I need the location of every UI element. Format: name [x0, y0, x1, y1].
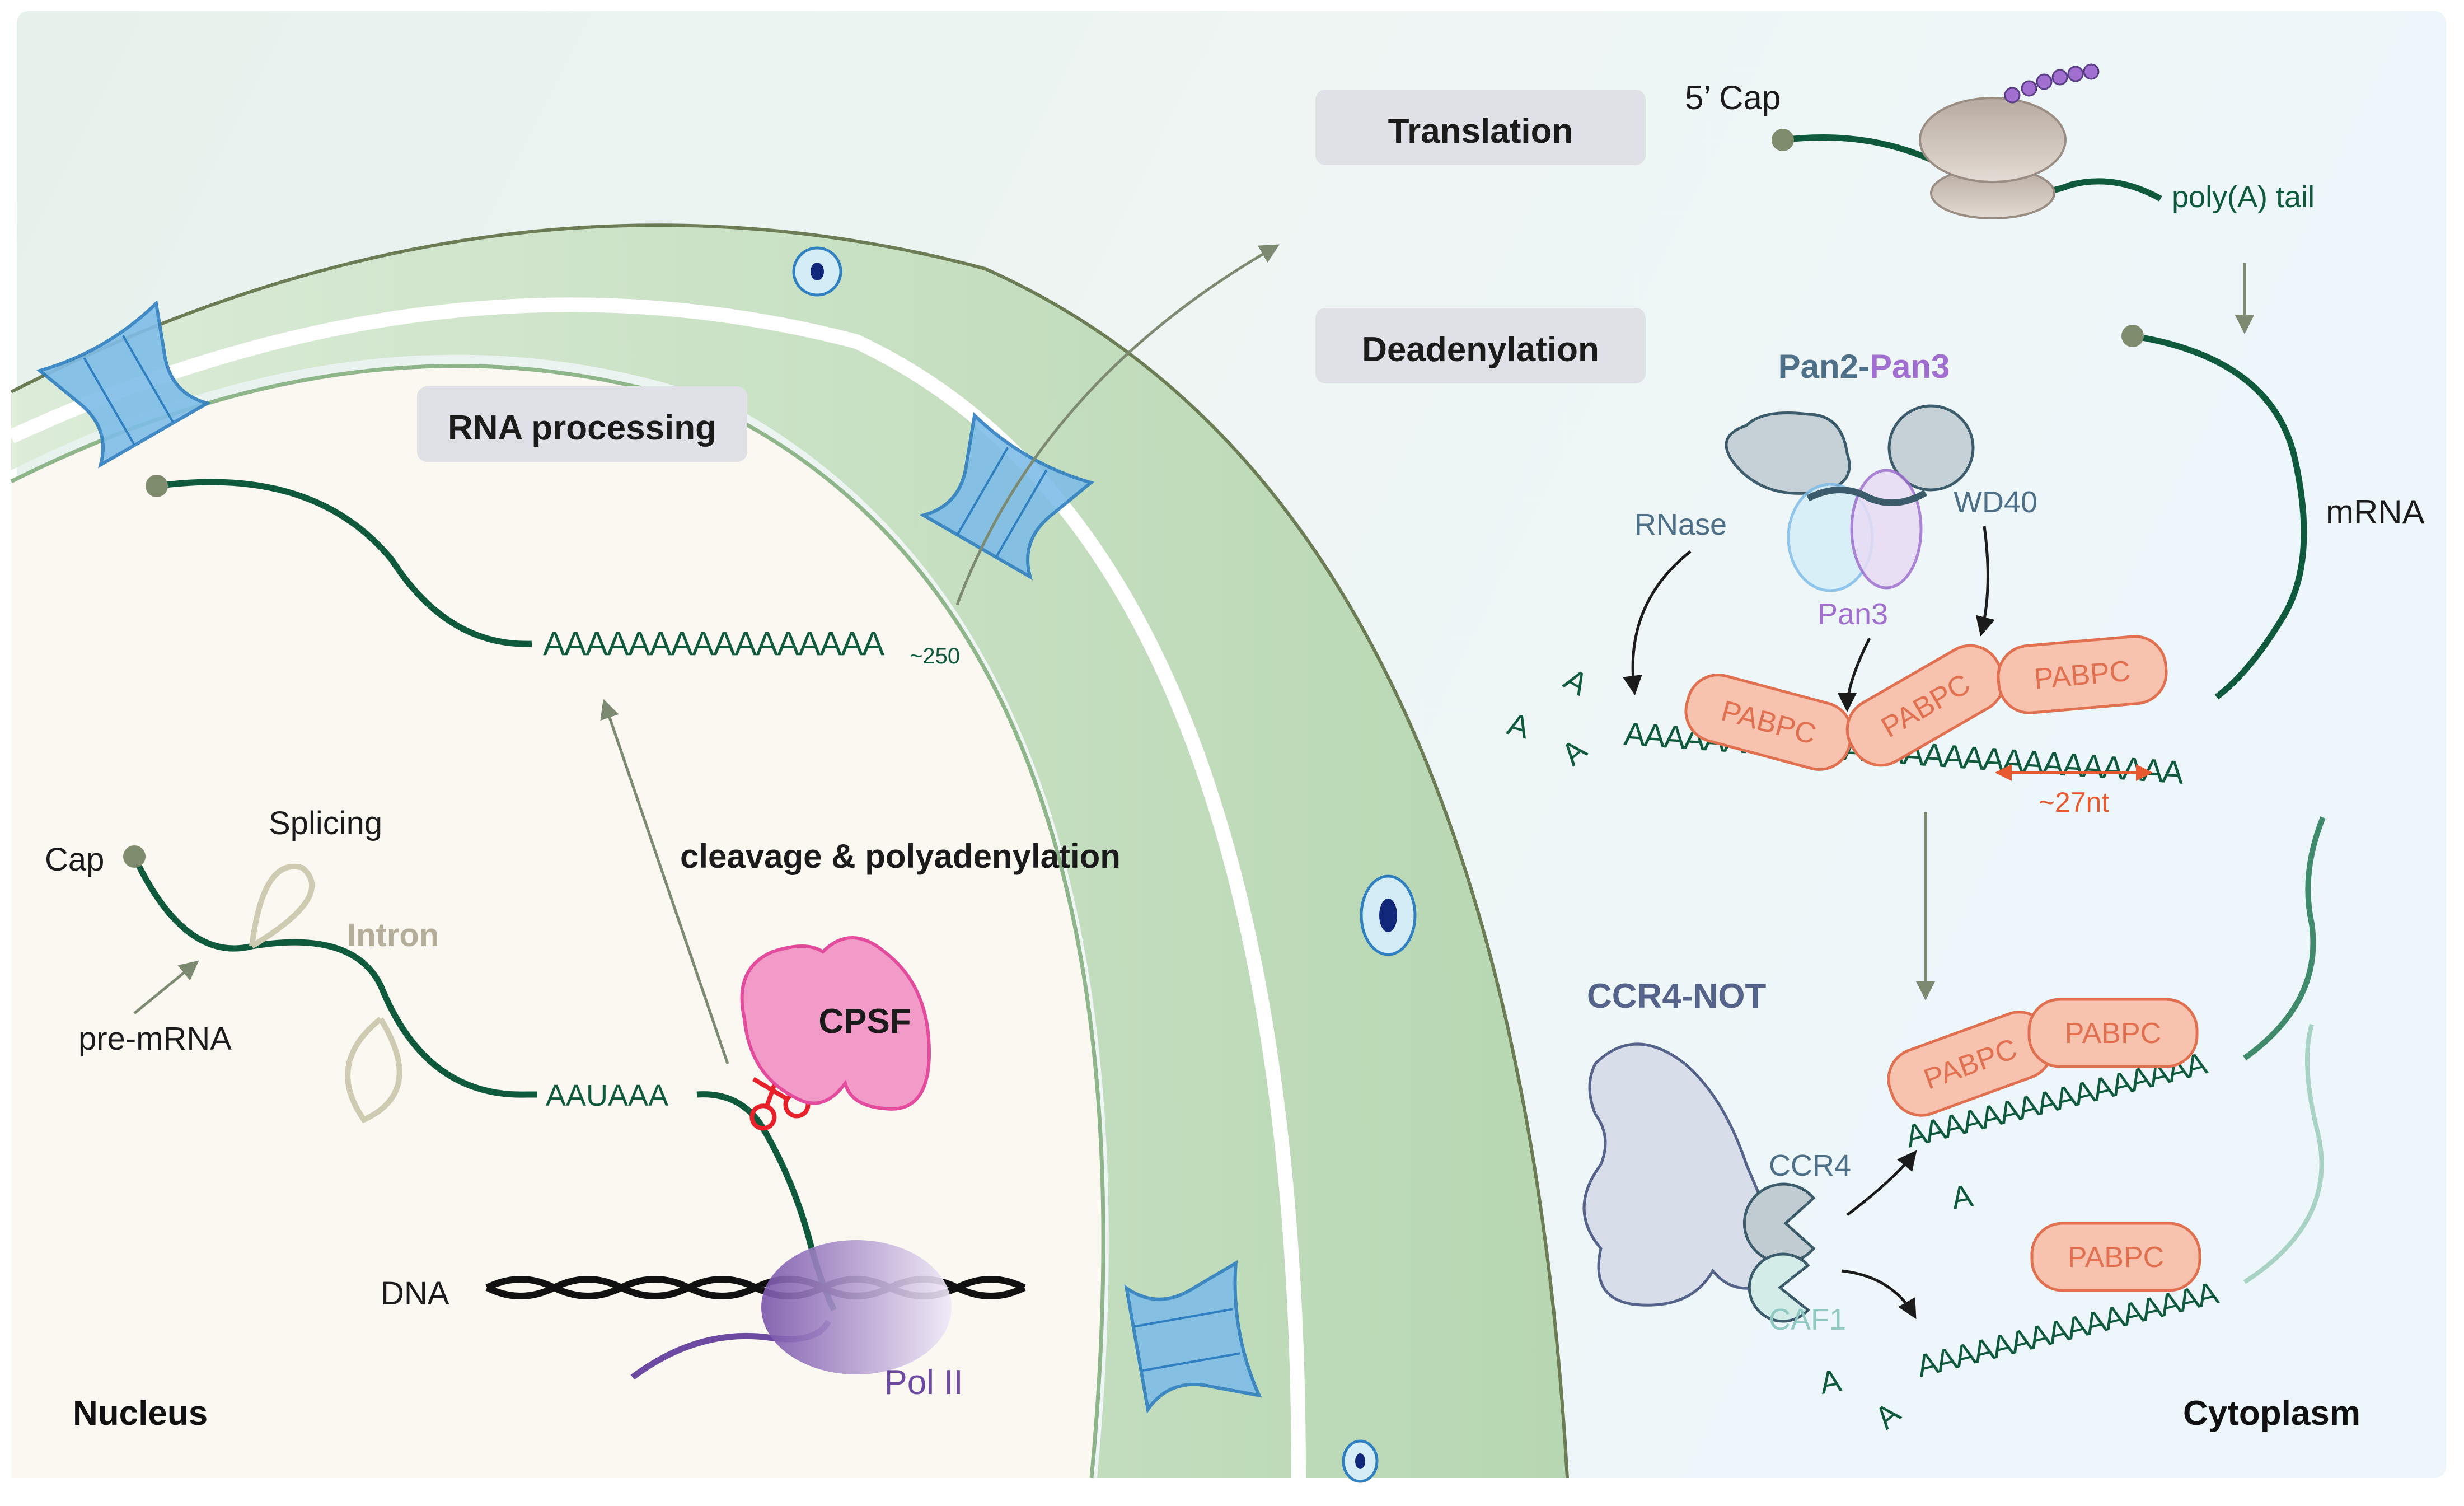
rnase-arrow [1623, 550, 1692, 695]
pre-mrna-strand [132, 855, 537, 1098]
pabpc-label: PABPC [2068, 1241, 2164, 1274]
pabpc-label: PABPC [2065, 1017, 2161, 1050]
nascent-peptide [2004, 63, 2100, 104]
wd40-label: WD40 [1954, 485, 2037, 519]
mature-mrna-nucleus [156, 479, 532, 647]
nucleus-label: Nucleus [73, 1394, 208, 1433]
nuclear-pore [36, 300, 212, 469]
pre-mrna-cap-dot [123, 845, 146, 868]
translation-cap-dot [1772, 129, 1794, 151]
aauaaa-signal: AAUAAA [546, 1079, 668, 1112]
polya-tail-label: poly(A) tail [2172, 180, 2315, 214]
caf1-subunit [1748, 1252, 1810, 1323]
mrna-label: mRNA [2326, 493, 2425, 531]
rna-processing-box [417, 386, 747, 462]
cpsf-complex [740, 936, 931, 1111]
dna-label: DNA [381, 1275, 449, 1312]
intron-loop [249, 863, 315, 949]
cap-dot [146, 475, 168, 497]
nuclear-pore [919, 411, 1095, 581]
pan3-sub-label: Pan3 [1817, 597, 1888, 631]
intron-loop-lower [345, 1017, 402, 1124]
export-arrow [955, 244, 1280, 605]
pabpc-protein: PABPC [1997, 635, 2168, 714]
pre-mrna-label: pre-mRNA [78, 1021, 232, 1057]
splicing-label: Splicing [269, 805, 382, 841]
caf1-label: CAF1 [1769, 1303, 1846, 1336]
cap-label: Cap [45, 841, 104, 878]
nuclear-pore [1124, 1260, 1262, 1414]
pre-mrna-pointer [133, 960, 199, 1014]
ccr4-not-complex [1582, 1042, 1776, 1307]
ccr4-arrow [1846, 1150, 1917, 1216]
pabpc-protein: PABPC [2027, 998, 2199, 1068]
ribosome [1919, 97, 2067, 219]
pabpc-protein: PABPC [2030, 1222, 2201, 1292]
pabpc-protein: PABPC [1887, 1011, 2054, 1117]
pan3-name: Pan3 [1870, 348, 1950, 385]
tail-length-label: ~250 [910, 644, 960, 668]
envelope-mid-line [8, 297, 1306, 1479]
membrane-vesicle [792, 246, 1417, 1483]
five-cap-label: 5’ Cap [1685, 79, 1781, 116]
cleavage-arrow [600, 699, 729, 1064]
intron-label: Intron [347, 917, 439, 953]
pan2-name: Pan2 [1778, 348, 1858, 385]
pan2-pan3-complex [1725, 404, 1975, 592]
footprint-label: ~27nt [2039, 787, 2110, 818]
rnase-label: RNase [1634, 508, 1727, 541]
polya-tail-nucleus: AAAAAAAAAAAAAAAA [543, 625, 884, 662]
nucleus-interior [11, 366, 1104, 1478]
envelope-outer-line [10, 223, 1569, 1479]
cleavage-label: cleavage & polyadenylation [680, 838, 1121, 875]
cytoplasm-label: Cytoplasm [2183, 1394, 2360, 1433]
deadenylation-label: Deadenylation [1362, 330, 1599, 369]
ccr4-label: CCR4 [1769, 1149, 1851, 1182]
pan-dash: - [1858, 348, 1870, 385]
ccr4-not-title: CCR4-NOT [1587, 977, 1766, 1016]
rna-processing-label: RNA processing [448, 409, 716, 447]
envelope-inner-line [10, 364, 1105, 1479]
pabpc-protein: PABPC [1684, 674, 1853, 771]
wd40-arrow [1975, 526, 1995, 637]
mrna-cap-dot [2121, 325, 2144, 347]
translation-label: Translation [1388, 112, 1573, 151]
cpsf-label: CPSF [818, 1002, 911, 1041]
nuclear-envelope-outer [11, 225, 1567, 1479]
deadenylation-box [1315, 308, 1646, 383]
mrna-strand [2132, 333, 2307, 700]
pol2-label: Pol II [884, 1363, 963, 1402]
translation-box [1315, 90, 1646, 165]
ccr4-mrna-body [2243, 816, 2326, 1061]
pan2-pan3-title: Pan2-Pan3 [1778, 348, 1950, 385]
caf1-mrna-body [2243, 1023, 2324, 1284]
caf1-arrow [1841, 1269, 1917, 1320]
pol2-enzyme [761, 1240, 952, 1374]
pan3-arrow [1837, 637, 1871, 712]
